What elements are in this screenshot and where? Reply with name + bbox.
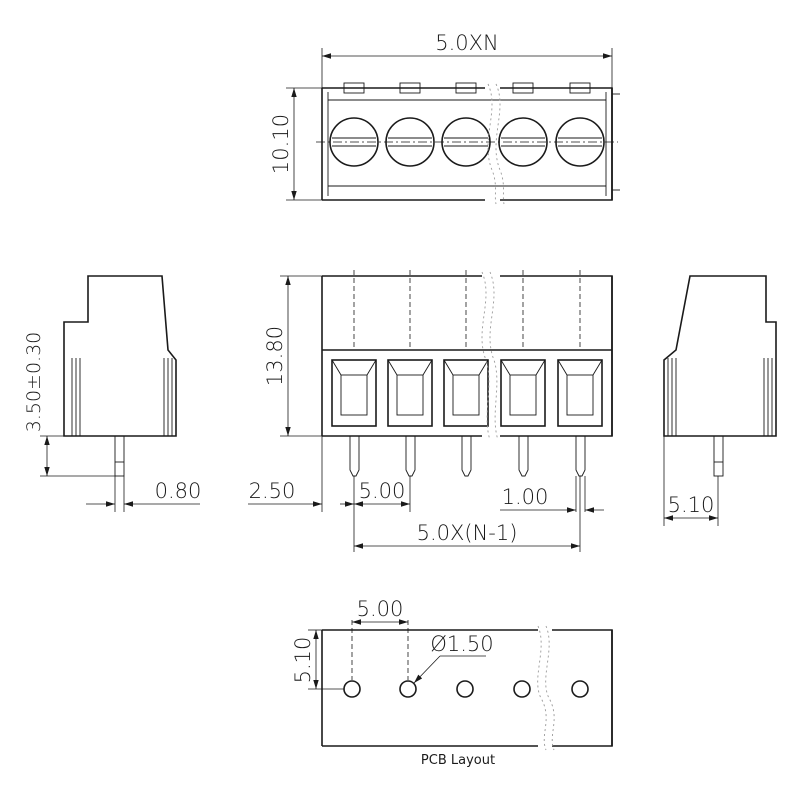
left-pin-length-dim: 3.50±0.30 <box>23 332 45 433</box>
pcb-hole-dim: Ø1.50 <box>430 632 493 656</box>
front-span-dim: 5.0X(N-1) <box>417 521 518 545</box>
top-view-outline <box>322 87 613 201</box>
front-body-outline <box>322 275 613 437</box>
front-height-dim: 13.80 <box>263 326 287 386</box>
left-pin-width-dim: 0.80 <box>155 479 202 503</box>
right-side-pin <box>713 435 724 477</box>
front-centerlines <box>353 270 581 350</box>
wire-entries <box>331 359 603 427</box>
left-side-view: 3.50±0.30 0.80 <box>23 275 202 512</box>
pcb-holes <box>343 680 589 698</box>
left-side-outline <box>63 275 177 437</box>
pcb-offset-dim: 5.10 <box>291 637 315 684</box>
left-side-pin <box>114 435 125 477</box>
pcb-caption: PCB Layout <box>421 753 495 768</box>
right-side-view: 5.10 <box>663 275 777 526</box>
top-height-dim: 10.10 <box>269 114 293 174</box>
front-pitch-dim: 5.00 <box>359 479 406 503</box>
top-view-tabs <box>343 82 591 94</box>
right-offset-dim: 5.10 <box>668 493 715 517</box>
front-pins <box>349 436 586 477</box>
right-side-outline <box>663 275 777 437</box>
top-view: 5.0XN 10.10 <box>269 31 620 205</box>
front-edge-offset-dim: 2.50 <box>249 479 296 503</box>
pcb-layout: 5.00 Ø1.50 5.10 PCB Layout <box>291 597 613 768</box>
pcb-pitch-dim: 5.00 <box>357 597 404 621</box>
front-pin-dim: 1.00 <box>502 485 549 509</box>
front-view: 13.80 2.50 5.00 1.00 5.0X(N-1) <box>248 270 613 552</box>
top-width-dim: 5.0XN <box>435 31 499 55</box>
